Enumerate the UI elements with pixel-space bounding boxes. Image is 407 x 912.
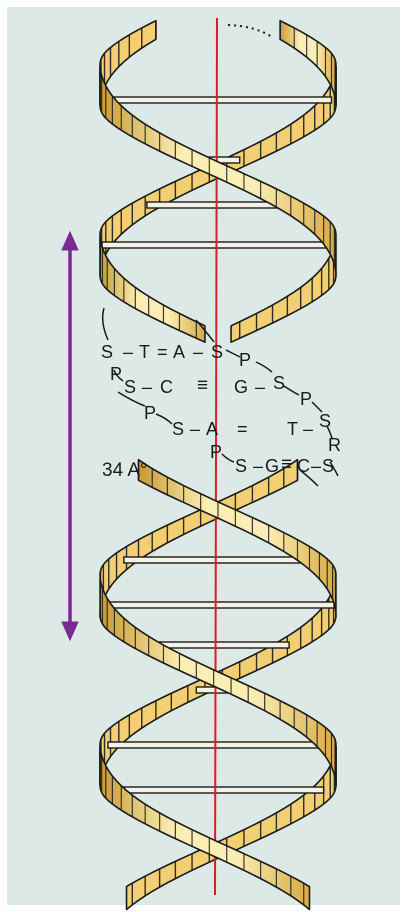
strand-a-top-front [99, 237, 206, 343]
phosphate-label: P [300, 389, 313, 409]
double-bond: = [157, 342, 168, 362]
base-pair-rung [101, 241, 335, 249]
bond-dash: – [255, 377, 266, 397]
phosphate-label: P [210, 442, 223, 462]
rung-bar [101, 601, 335, 609]
triple-bond: ≡ [281, 454, 293, 475]
bond-dash: – [190, 419, 201, 439]
bond-dash: – [311, 456, 322, 476]
ribbon-band [99, 237, 206, 343]
rung-bar [107, 741, 329, 749]
sugar-label: S [101, 342, 114, 362]
sugar-label: S [322, 456, 335, 476]
strand-a-top-front [279, 19, 337, 107]
adenine-label: A [173, 342, 186, 362]
dotted-arc [227, 24, 273, 38]
sugar-label: S [172, 419, 185, 439]
bond-dash: – [123, 342, 134, 362]
guanine-label: G [234, 377, 249, 397]
backbone-bond [311, 401, 323, 413]
strand-b-top-front [99, 65, 337, 279]
base-pair-rung [101, 601, 335, 609]
guanine-label: G [265, 456, 280, 476]
cytosine-label: C [297, 456, 310, 476]
sugar-label: S [273, 373, 286, 393]
bond-dash: – [193, 342, 204, 362]
strand-a-bottom-front [99, 577, 337, 787]
rung-bar [101, 241, 335, 249]
ribbon-band [99, 745, 311, 911]
rung-bar [103, 96, 333, 104]
ribbon-band [125, 745, 337, 911]
backbone-bond [195, 319, 215, 343]
backbone-bond [326, 425, 333, 439]
ribose-label: R [328, 435, 341, 455]
phosphate-label: P [144, 403, 157, 423]
backbone-bonds [101, 307, 339, 487]
front-strand-layer [99, 19, 337, 911]
sugar-label: S [319, 411, 332, 431]
cytosine-label: C [160, 377, 173, 397]
bond-dash: – [142, 377, 153, 397]
strand-b-bottom-front [99, 745, 311, 911]
strand-b-bottom-front [137, 458, 337, 619]
thymine-label: T [287, 419, 298, 439]
strand-b-top-back [230, 237, 337, 343]
phosphate-label: P [239, 350, 252, 370]
adenine-label: A [206, 419, 219, 439]
backbone-bond [283, 385, 300, 396]
base-pair-rung [107, 741, 329, 749]
backbone-bond [221, 453, 235, 463]
ribbon-band [99, 65, 337, 279]
sugar-label: S [235, 456, 248, 476]
backbone-bond [113, 369, 124, 382]
backbone-bond [299, 469, 319, 487]
rung-bar [123, 556, 313, 564]
ribbon-band [230, 237, 337, 343]
triple-bond: ≡ [197, 375, 209, 396]
thymine-label: T [139, 342, 150, 362]
bond-dash: – [253, 456, 264, 476]
sugar-label: S [211, 342, 224, 362]
backbone-bond [101, 307, 109, 341]
backbone-bond [155, 413, 173, 425]
phosphate-label: P [110, 364, 123, 384]
scale-label: 34 A° [102, 460, 148, 481]
backbone-bond [329, 461, 339, 477]
ribbon-band [99, 577, 337, 787]
sugar-label: S [124, 377, 137, 397]
rung-bar [111, 786, 325, 794]
dimension-arrow [61, 230, 79, 642]
base-pair-rung [123, 556, 313, 564]
base-pair-rung [111, 786, 325, 794]
double-bond: = [237, 419, 248, 439]
backbone-bond [117, 391, 146, 407]
bond-dash: – [303, 419, 314, 439]
base-pair-rung [103, 96, 333, 104]
backbone-bond [255, 361, 273, 373]
backbone-bond [225, 349, 241, 358]
